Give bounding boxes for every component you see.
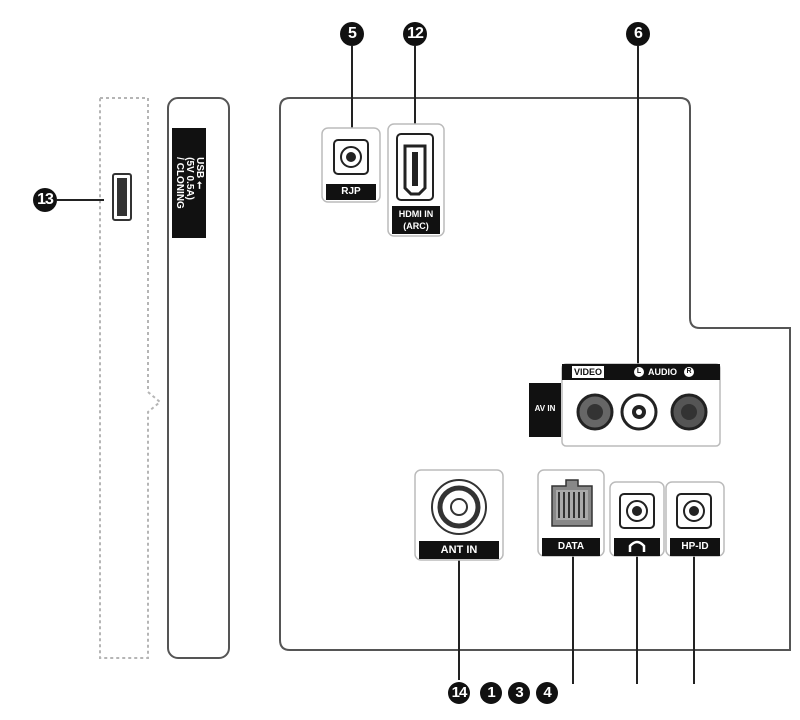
usb-symbol-icon: ⭠: [194, 181, 205, 190]
av-in-label: AV IN: [529, 383, 561, 437]
audio-label: AUDIO: [648, 367, 677, 377]
av-in-label-text: AV IN: [534, 404, 556, 413]
hp-id-port[interactable]: [665, 481, 725, 557]
hdmi-label: HDMI IN (ARC): [392, 206, 440, 234]
av-header-labels: VIDEO L AUDIO R: [570, 365, 720, 379]
usb-port[interactable]: [112, 173, 132, 221]
audio-right-badge: R: [684, 367, 694, 377]
side-panel-frame: [167, 97, 230, 659]
data-port[interactable]: [537, 469, 605, 557]
callout-badge-data: 1: [480, 682, 502, 704]
audio-left-badge: L: [634, 367, 644, 377]
hp-id-label: HP-ID: [670, 538, 720, 556]
callout-badge-av: 6: [626, 22, 650, 46]
ant-in-port[interactable]: [414, 469, 504, 561]
rear-panel-outline: [279, 97, 791, 651]
callout-badge-usb: 13: [33, 188, 57, 212]
usb-port-label: USB ⭠ (5V 0.5A) / CLONING: [172, 128, 206, 238]
hdmi-label-line2: (ARC): [403, 221, 429, 231]
side-panel-outline: [99, 97, 162, 659]
usb-label-line3: / CLONING: [174, 157, 185, 209]
hdmi-label-line1: HDMI IN: [398, 209, 434, 219]
callout-badge-headphone: 3: [508, 682, 530, 704]
callout-badge-hpid: 4: [536, 682, 558, 704]
usb-label-line1: USB: [194, 157, 205, 179]
rjp-port[interactable]: [321, 127, 381, 203]
callout-badge-hdmi: 12: [403, 22, 427, 46]
ant-in-label: ANT IN: [419, 541, 499, 559]
callout-badge-rjp: 5: [340, 22, 364, 46]
headphone-port[interactable]: [609, 481, 665, 557]
usb-label-line2: (5V 0.5A): [184, 157, 195, 200]
video-label: VIDEO: [572, 366, 605, 378]
data-label: DATA: [542, 538, 600, 556]
headphone-icon: [628, 540, 646, 552]
rjp-label: RJP: [326, 184, 376, 200]
callout-badge-ant: 14: [448, 682, 470, 704]
